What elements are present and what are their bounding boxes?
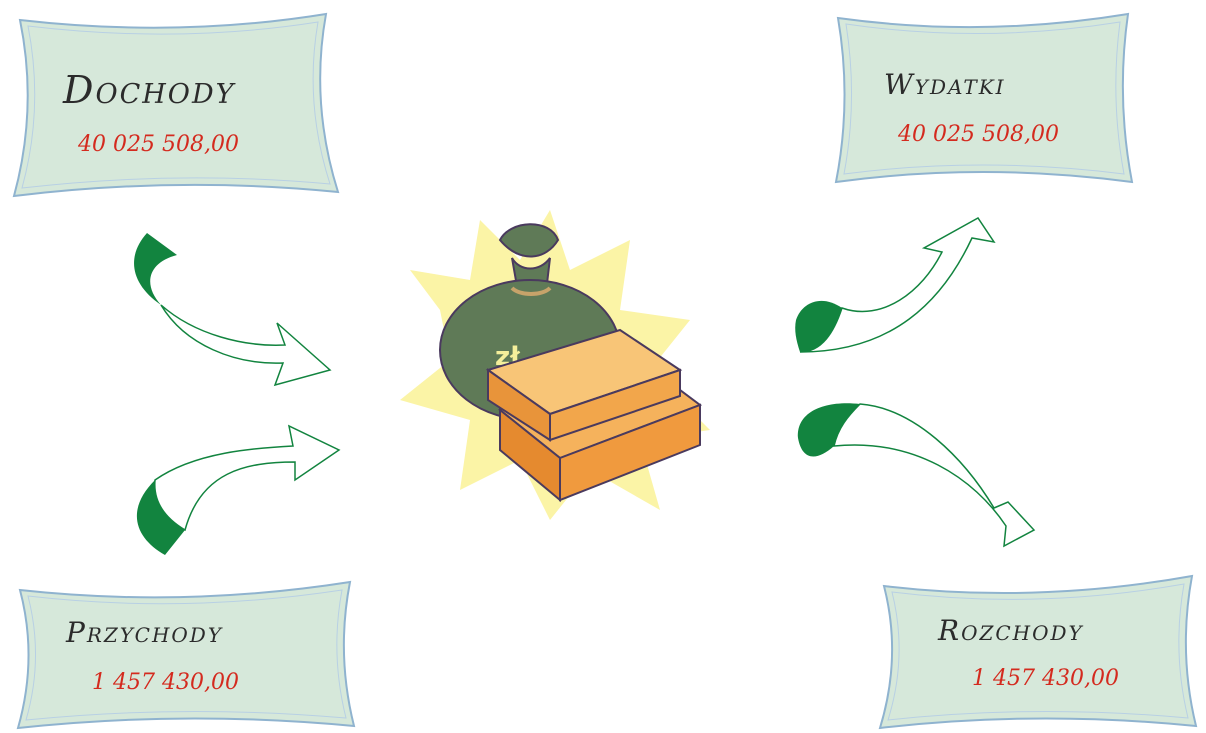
arrow-przychody-to-center [125,420,345,560]
wydatki-value: 40 025 508,00 [898,122,1059,147]
rozchody-panel-frame [876,572,1198,730]
money-bag-and-gold-bars-icon: zł [400,200,720,530]
dochody-panel: Dochody 40 025 508,00 [8,8,344,198]
arrow-center-to-rozchody [794,398,1044,558]
przychody-panel-frame [14,578,358,730]
dochody-value: 40 025 508,00 [78,132,239,157]
arrow-center-to-wydatki [792,212,1002,362]
arrow-dochody-to-center [125,225,345,395]
rozchody-title: Rozchody [938,614,1084,647]
przychody-title: Przychody [66,616,223,649]
wydatki-panel: Wydatki 40 025 508,00 [832,10,1134,186]
rozchody-value: 1 457 430,00 [972,666,1119,691]
przychody-value: 1 457 430,00 [92,670,239,695]
wydatki-title: Wydatki [884,68,1006,101]
rozchody-panel: Rozchody 1 457 430,00 [876,572,1198,730]
przychody-panel: Przychody 1 457 430,00 [14,578,358,730]
dochody-title: Dochody [63,68,235,112]
